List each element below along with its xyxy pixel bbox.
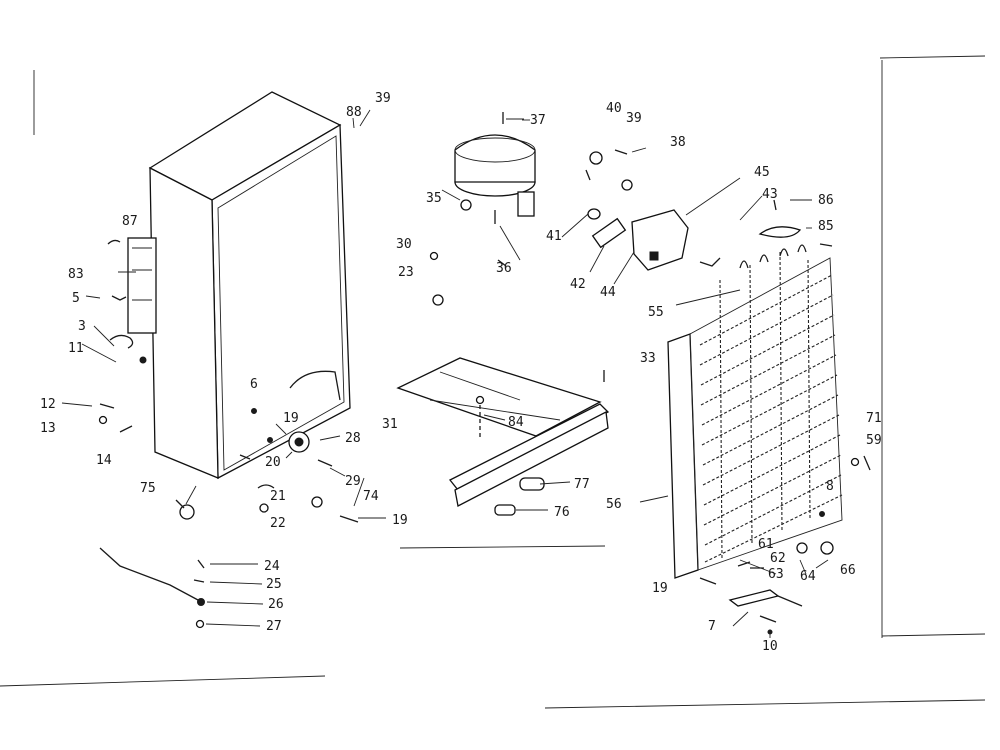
power-cord <box>99 547 264 629</box>
condenser-coil <box>667 243 871 579</box>
label-24: 24 <box>264 559 280 574</box>
label-21: 21 <box>270 489 286 504</box>
label-23: 23 <box>398 265 414 280</box>
label-3: 3 <box>78 319 86 334</box>
label-19-a: 19 <box>283 411 299 426</box>
label-42: 42 <box>570 277 586 292</box>
label-31: 31 <box>382 417 398 432</box>
label-28: 28 <box>345 431 361 446</box>
label-29: 29 <box>345 474 361 489</box>
label-75: 75 <box>140 481 156 496</box>
label-77: 77 <box>574 477 590 492</box>
label-66: 66 <box>840 563 856 578</box>
label-76: 76 <box>554 505 570 520</box>
label-84: 84 <box>508 415 524 430</box>
leader-lines <box>61 109 829 638</box>
label-56: 56 <box>606 497 622 512</box>
label-87: 87 <box>122 214 138 229</box>
label-6: 6 <box>250 377 258 392</box>
label-64: 64 <box>800 569 816 584</box>
label-39-a: 39 <box>375 91 391 106</box>
label-27: 27 <box>266 619 282 634</box>
label-37: 37 <box>530 113 546 128</box>
label-35: 35 <box>426 191 442 206</box>
label-11: 11 <box>68 341 84 356</box>
label-19-c: 19 <box>652 581 668 596</box>
compressor <box>454 112 536 224</box>
label-39-b: 39 <box>626 111 642 126</box>
base-bracket <box>396 357 610 516</box>
right-frame-top <box>879 55 986 59</box>
label-85: 85 <box>818 219 834 234</box>
label-30: 30 <box>396 237 412 252</box>
label-45: 45 <box>754 165 770 180</box>
bottom-rule-left <box>0 675 326 687</box>
label-71: 71 <box>866 411 882 426</box>
label-38: 38 <box>670 135 686 150</box>
label-22: 22 <box>270 516 286 531</box>
label-36: 36 <box>496 261 512 276</box>
label-55: 55 <box>648 305 664 320</box>
label-25: 25 <box>266 577 282 592</box>
label-41: 41 <box>546 229 562 244</box>
label-13: 13 <box>40 421 56 436</box>
label-7: 7 <box>708 619 716 634</box>
left-side-hardware <box>98 239 359 523</box>
label-20: 20 <box>265 455 281 470</box>
label-10: 10 <box>762 639 778 654</box>
label-61: 61 <box>758 537 774 552</box>
label-33: 33 <box>640 351 656 366</box>
right-frame-bottom <box>881 633 986 637</box>
label-86: 86 <box>818 193 834 208</box>
label-14: 14 <box>96 453 112 468</box>
bottom-rule-right <box>544 699 986 709</box>
relay-parts <box>429 149 689 306</box>
cabinet <box>127 91 351 480</box>
label-44: 44 <box>600 285 616 300</box>
condenser-hardware <box>699 199 834 635</box>
label-59: 59 <box>866 433 882 448</box>
label-74: 74 <box>363 489 379 504</box>
label-8: 8 <box>826 479 834 494</box>
label-83: 83 <box>68 267 84 282</box>
label-63: 63 <box>768 567 784 582</box>
label-5: 5 <box>72 291 80 306</box>
label-40: 40 <box>606 101 622 116</box>
label-26: 26 <box>268 597 284 612</box>
center-rule <box>399 545 606 549</box>
label-62: 62 <box>770 551 786 566</box>
label-43: 43 <box>762 187 778 202</box>
part-labels: 87 83 5 3 11 12 13 14 6 19 28 20 29 74 2… <box>40 91 882 654</box>
label-19-b: 19 <box>392 513 408 528</box>
label-12: 12 <box>40 397 56 412</box>
label-88: 88 <box>346 105 362 120</box>
